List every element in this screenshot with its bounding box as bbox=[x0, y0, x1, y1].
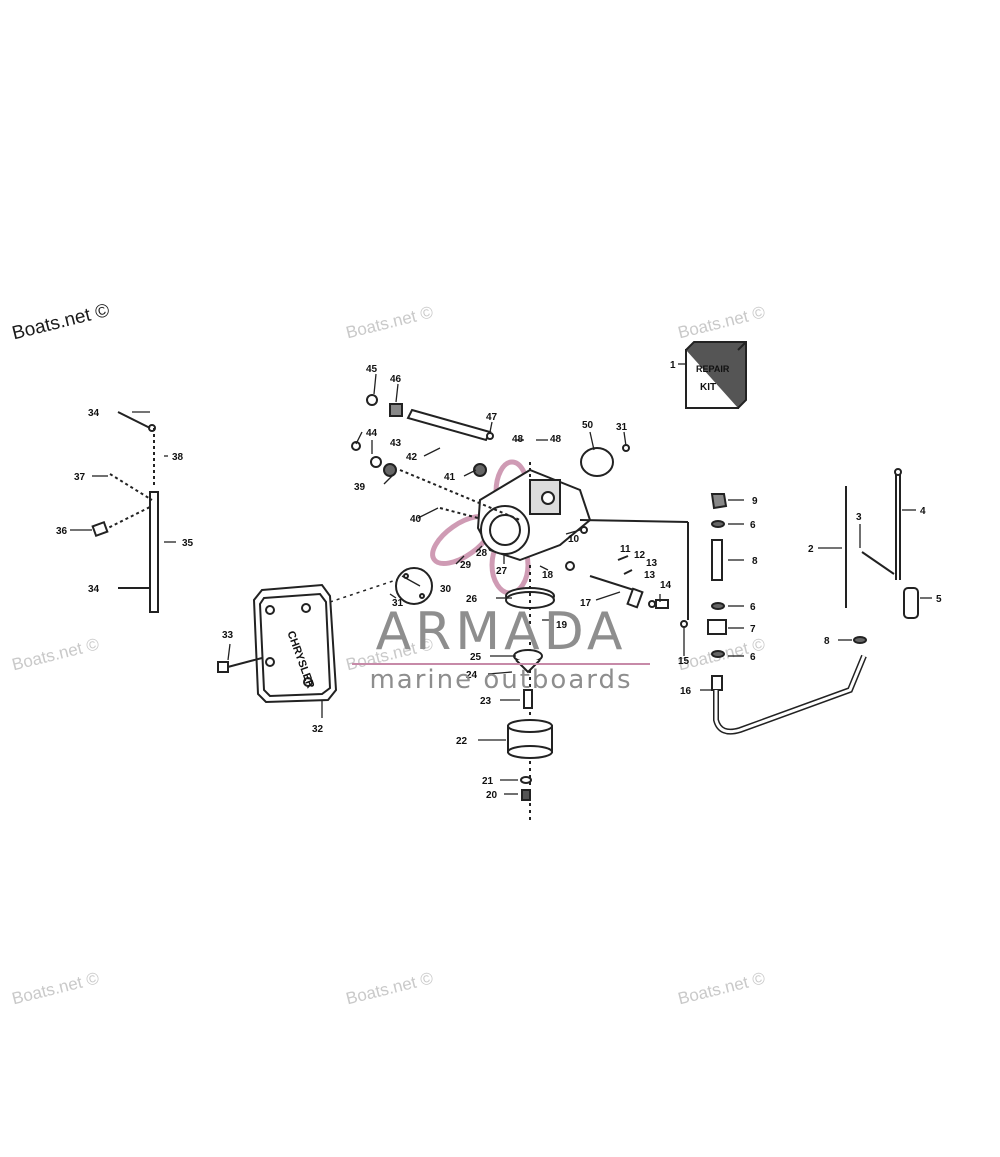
callout-16: 16 bbox=[680, 686, 692, 697]
callout-42: 42 bbox=[406, 452, 418, 463]
callout-46: 46 bbox=[390, 374, 402, 385]
leader-lines bbox=[70, 363, 932, 795]
callout-1: 1 bbox=[670, 360, 676, 371]
repair-kit-label: REPAIR bbox=[696, 364, 730, 374]
callout-12: 12 bbox=[634, 550, 646, 561]
callout-6: 6 bbox=[750, 520, 756, 531]
callout-28: 28 bbox=[476, 548, 488, 559]
brand-divider bbox=[352, 663, 650, 665]
callout-31: 31 bbox=[616, 422, 628, 433]
callout-48: 48 bbox=[550, 434, 562, 445]
callout-34: 34 bbox=[88, 408, 100, 419]
callout-48: 48 bbox=[512, 434, 524, 445]
callout-25: 25 bbox=[470, 652, 482, 663]
callout-24: 24 bbox=[466, 670, 478, 681]
callout-2: 2 bbox=[808, 544, 814, 555]
callout-20: 20 bbox=[486, 790, 498, 801]
repair-kit-box bbox=[685, 341, 747, 409]
callout-19: 19 bbox=[556, 620, 568, 631]
callout-41: 41 bbox=[444, 472, 456, 483]
callout-13: 13 bbox=[644, 570, 656, 581]
callout-3: 3 bbox=[856, 512, 862, 523]
callout-44: 44 bbox=[366, 428, 378, 439]
callout-14: 14 bbox=[660, 580, 672, 591]
callout-33: 33 bbox=[222, 630, 234, 641]
brand-name: ARMADA bbox=[375, 602, 627, 662]
callout-37: 37 bbox=[74, 472, 86, 483]
callout-23: 23 bbox=[480, 696, 492, 707]
callout-45: 45 bbox=[366, 364, 378, 375]
callout-5: 5 bbox=[936, 594, 942, 605]
callout-38: 38 bbox=[172, 452, 184, 463]
callout-36: 36 bbox=[56, 526, 68, 537]
control-rods bbox=[845, 468, 919, 619]
callout-22: 22 bbox=[456, 736, 468, 747]
callout-9: 9 bbox=[752, 496, 758, 507]
callout-4: 4 bbox=[920, 506, 926, 517]
callout-34: 34 bbox=[88, 584, 100, 595]
callout-8: 8 bbox=[824, 636, 830, 647]
brand-tagline: marine outboards bbox=[369, 665, 633, 695]
callout-39: 39 bbox=[354, 482, 366, 493]
callout-43: 43 bbox=[390, 438, 402, 449]
callout-15: 15 bbox=[678, 656, 690, 667]
fuel-cap bbox=[529, 444, 630, 498]
callout-13: 13 bbox=[646, 558, 658, 569]
throttle-link-rod bbox=[91, 411, 159, 613]
callout-8: 8 bbox=[752, 556, 758, 567]
air-silencer bbox=[217, 583, 338, 704]
callout-29: 29 bbox=[460, 560, 472, 571]
callout-18: 18 bbox=[542, 570, 554, 581]
callout-32: 32 bbox=[312, 724, 324, 735]
callout-27: 27 bbox=[496, 566, 508, 577]
fuel-fitting bbox=[707, 493, 867, 735]
callout-10: 10 bbox=[568, 534, 580, 545]
callout-31: 31 bbox=[392, 598, 404, 609]
callout-7: 7 bbox=[750, 624, 756, 635]
callout-6: 6 bbox=[750, 602, 756, 613]
callout-26: 26 bbox=[466, 594, 478, 605]
callout-30: 30 bbox=[440, 584, 452, 595]
callout-50: 50 bbox=[582, 420, 594, 431]
brand-logo: ARMADA marine outboards bbox=[346, 603, 656, 695]
callout-21: 21 bbox=[482, 776, 494, 787]
repair-kit-label: KIT bbox=[700, 382, 716, 393]
carburetor-body bbox=[476, 468, 592, 562]
callout-35: 35 bbox=[182, 538, 194, 549]
throttle-shaft bbox=[565, 519, 689, 628]
choke-linkage bbox=[351, 394, 521, 521]
callout-11: 11 bbox=[620, 544, 631, 555]
callout-47: 47 bbox=[486, 412, 498, 423]
callout-6: 6 bbox=[750, 652, 756, 663]
callout-17: 17 bbox=[580, 598, 592, 609]
callout-40: 40 bbox=[410, 514, 422, 525]
